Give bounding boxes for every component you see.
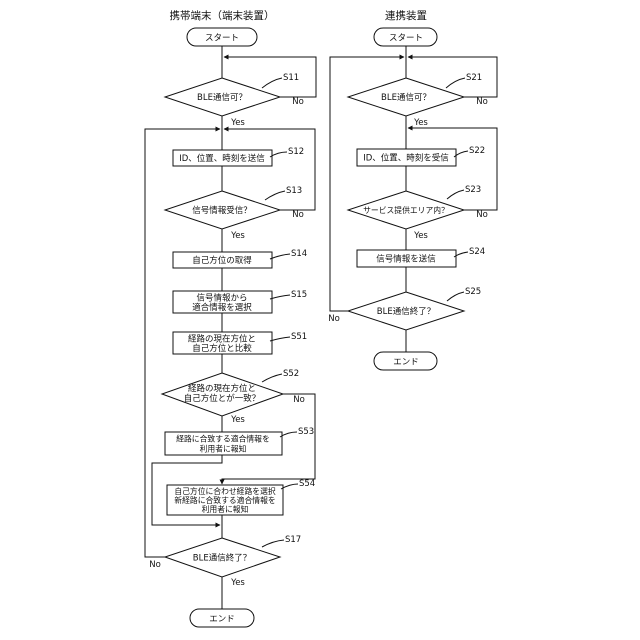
s12-label: S12 (288, 147, 304, 157)
s11-no-label: No (292, 97, 304, 107)
s14-leader (270, 254, 290, 259)
terminal-start-text: スタート (205, 34, 239, 44)
s11-leader (262, 78, 282, 88)
linked-device-title: 連携装置 (385, 9, 427, 22)
s51-text-line-1: 経路の現在方位と (188, 334, 256, 345)
s52-text-line-1: 経路の現在方位と (188, 383, 256, 394)
s17-yes-label: Yes (230, 578, 245, 588)
s22-label: S22 (469, 146, 485, 156)
s24-text: 信号情報を送信 (376, 254, 436, 265)
s14-label: S14 (291, 249, 307, 259)
s51-leader (270, 337, 290, 341)
s23-leader (447, 190, 464, 199)
terminal-end-text: エンド (209, 615, 235, 625)
s54-label: S54 (299, 479, 315, 489)
s13-yes-label: Yes (230, 231, 245, 241)
s51-label: S51 (291, 332, 307, 342)
s53-label: S53 (298, 427, 314, 437)
s52-label: S52 (283, 369, 299, 379)
linked-end-text: エンド (393, 358, 419, 368)
terminal-device-title: 携帯端末（端末装置） (170, 9, 275, 22)
s53-leader (280, 432, 297, 437)
s21-no-label: No (476, 97, 488, 107)
linked-device-flow: 連携装置 スタート BLE通信可？ S21 No Yes ID、位置、時刻を受信… (328, 9, 497, 370)
s54-text-line-1: 自己方位に合わせ経路を選択 (174, 486, 276, 496)
s15-label: S15 (291, 290, 307, 300)
s17-text: BLE通信終了？ (193, 553, 251, 564)
s13-leader (265, 191, 285, 200)
s53-text-line-2: 利用者に報知 (200, 444, 247, 454)
s23-text: サービス提供エリア内？ (363, 205, 449, 215)
s14-text: 自己方位の取得 (192, 255, 252, 266)
terminal-device-flow: 携帯端末（端末装置） スタート BLE通信可？ S11 No Yes ID、位置… (145, 9, 316, 627)
s17-leader (262, 540, 284, 547)
s13-no-label: No (292, 210, 304, 220)
s24-label: S24 (469, 247, 485, 257)
s17-label: S17 (285, 535, 301, 545)
s15-leader (270, 295, 290, 299)
s25-no-label: No (328, 314, 340, 324)
s23-yes-label: Yes (413, 231, 428, 241)
s52-yes-label: Yes (230, 415, 245, 425)
s12-text: ID、位置、時刻を送信 (179, 153, 265, 164)
s53-text-line-1: 経路に合致する適合情報を (176, 434, 270, 444)
s17-no-label: No (149, 560, 161, 570)
s15-text-line-2: 適合情報を選択 (192, 302, 252, 313)
s15-text-line-1: 信号情報から (196, 293, 247, 304)
s54-leader (281, 484, 298, 489)
s25-leader (447, 292, 464, 301)
s21-yes-label: Yes (413, 118, 428, 128)
s54-text-line-2: 新経路に合致する適合情報を (174, 495, 275, 505)
s11-label: S11 (283, 73, 299, 83)
s25-label: S25 (465, 287, 481, 297)
s21-text: BLE通信可？ (381, 92, 431, 103)
s11-text: BLE通信可？ (197, 92, 247, 103)
s13-text: 信号情報受信？ (192, 205, 252, 216)
s12-leader (270, 152, 287, 157)
s51-text-line-2: 自己方位と比較 (192, 343, 252, 354)
s52-text-line-2: 自己方位とが一致？ (184, 393, 261, 404)
s52-leader (262, 374, 282, 382)
s54-text-line-3: 利用者に報知 (202, 504, 249, 514)
s11-yes-label: Yes (230, 118, 245, 128)
s25-text: BLE通信終了？ (377, 306, 435, 317)
s23-no-label: No (476, 210, 488, 220)
s21-leader (446, 78, 465, 88)
s23-label: S23 (465, 185, 481, 195)
s52-no-label: No (293, 395, 305, 405)
s21-label: S21 (466, 73, 482, 83)
s13-label: S13 (286, 186, 302, 196)
s22-text: ID、位置、時刻を受信 (363, 153, 449, 164)
linked-start-text: スタート (389, 34, 423, 44)
